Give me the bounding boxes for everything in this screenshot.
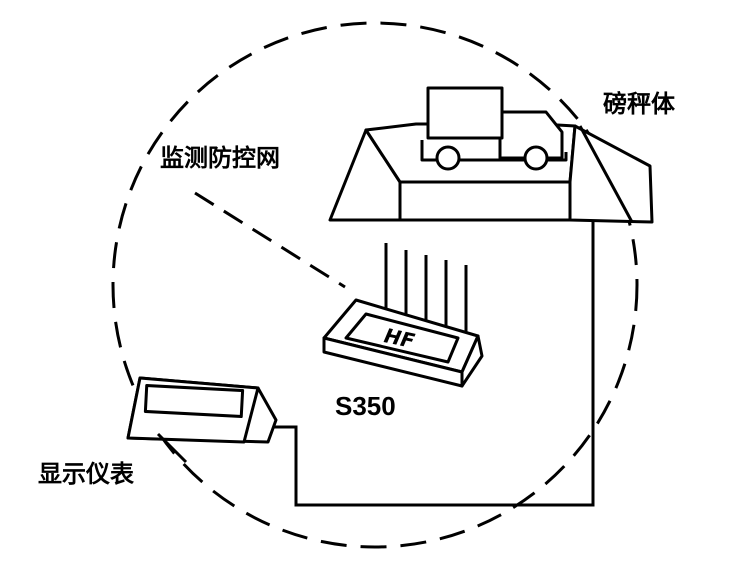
- display-label: 显示仪表: [38, 460, 134, 488]
- scale-body: [328, 86, 654, 224]
- antennas: [384, 243, 468, 334]
- monitoring-net-leader: [194, 191, 346, 289]
- scale-leader-line: [578, 125, 634, 223]
- s350-device: [322, 243, 484, 388]
- display-meter: [126, 376, 278, 444]
- connection-wire: [268, 222, 595, 507]
- scale-body-label: 磅秤体: [603, 90, 675, 118]
- device-model-label: S350: [335, 391, 396, 421]
- monitoring-net-label: 监测防控网: [160, 144, 280, 172]
- display-leader-line: [156, 432, 188, 464]
- monitoring-net-circle: [111, 21, 639, 549]
